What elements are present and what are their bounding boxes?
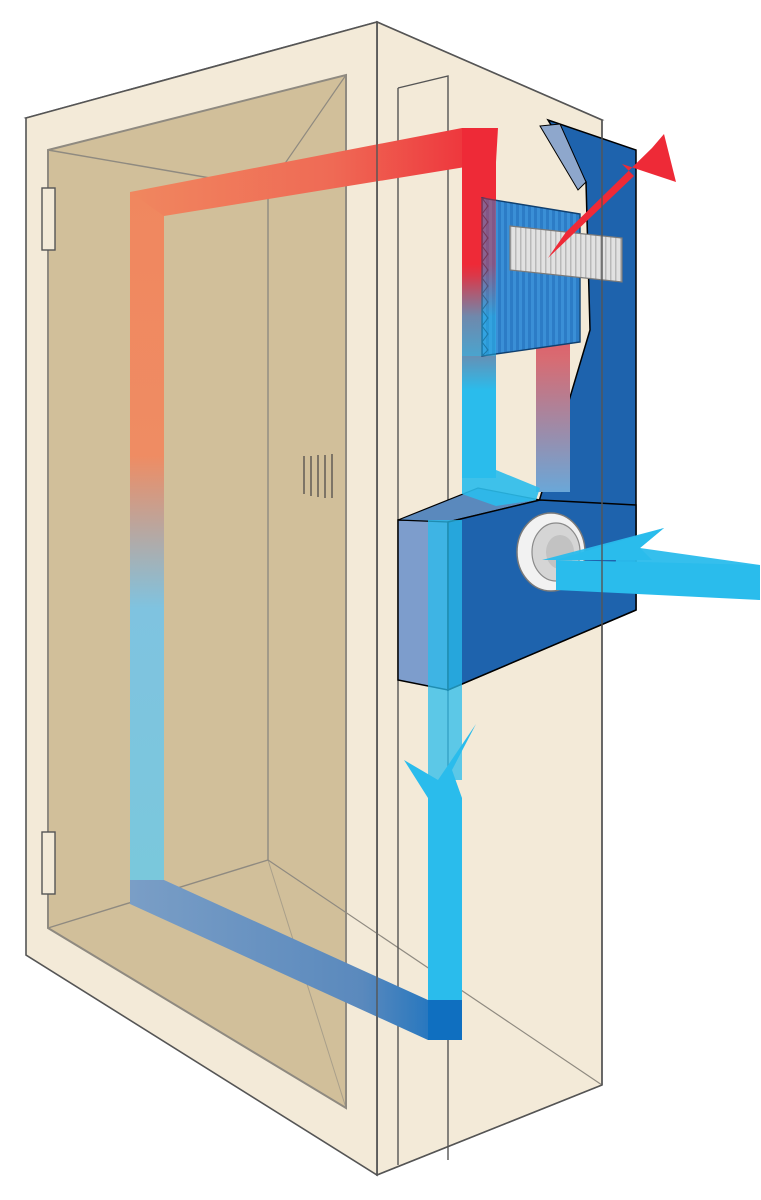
cabinet-door[interactable]	[47, 73, 347, 1110]
door-hinge-lower	[41, 831, 56, 895]
heat-exchanger	[462, 197, 581, 357]
air-filter	[509, 225, 623, 283]
door-hinge-upper	[41, 187, 56, 251]
cabinet-edge-overlay	[376, 22, 603, 1176]
door-vent	[303, 454, 333, 498]
ambient-intake-arrow	[542, 528, 760, 600]
hot-exhaust-arrow	[548, 134, 676, 258]
cold-supply-arrow	[404, 520, 476, 1040]
internal-air-loop	[130, 128, 498, 1040]
